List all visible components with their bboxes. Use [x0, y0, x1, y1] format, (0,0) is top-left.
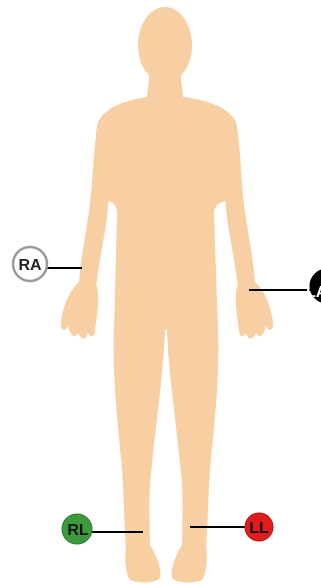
- right-arm: [79, 120, 112, 288]
- right-hand: [61, 282, 98, 339]
- electrode-ra: RA: [13, 247, 47, 281]
- human-body-silhouette: [61, 7, 273, 582]
- electrode-rl: RL: [62, 514, 92, 544]
- torso: [96, 97, 239, 330]
- left-arm: [222, 120, 255, 288]
- ll-electrode-label: LL: [249, 520, 269, 537]
- left-leg: [167, 325, 218, 548]
- ra-electrode-label: RA: [18, 257, 42, 274]
- rl-electrode-label: RL: [67, 522, 89, 539]
- electrode-la: LA: [306, 269, 321, 303]
- right-leg: [114, 325, 165, 548]
- left-foot: [172, 545, 207, 582]
- right-foot: [125, 545, 160, 582]
- electrode-ll: LL: [245, 513, 273, 541]
- la-electrode-label: LA: [306, 284, 321, 301]
